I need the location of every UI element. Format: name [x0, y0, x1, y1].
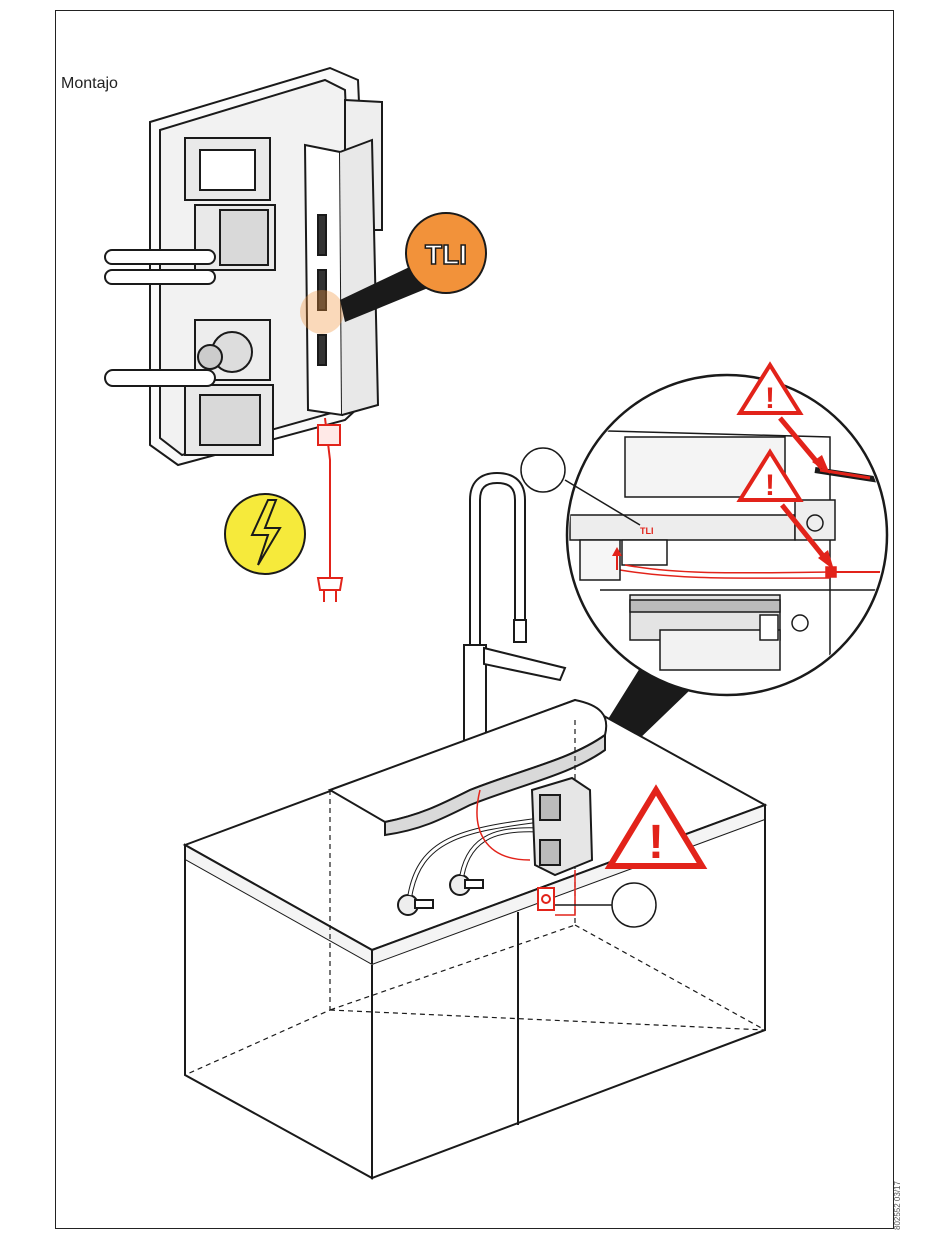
sink-cabinet [185, 700, 765, 1178]
electric-hazard-icon [225, 494, 305, 574]
tli-badge-label: TLI [425, 239, 467, 270]
svg-text:!: ! [765, 382, 775, 415]
tli-badge: TLI [406, 213, 486, 293]
tli-highlight [300, 290, 344, 334]
svg-text:!: ! [765, 469, 775, 502]
svg-text:!: ! [648, 816, 664, 869]
callout-circle-top [521, 448, 565, 492]
tli-detail-label: TLI [640, 526, 654, 536]
callout-circle-bottom [612, 883, 656, 927]
